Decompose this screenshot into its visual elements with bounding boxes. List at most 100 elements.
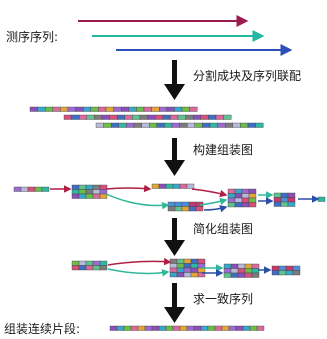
sequence-block (280, 197, 289, 203)
sequence-block (248, 197, 257, 203)
sequence-block (192, 114, 201, 120)
sequence-block (92, 260, 101, 266)
sequence-block (143, 106, 152, 112)
sequence-block (235, 325, 244, 331)
split-read-strip-1 (29, 106, 198, 112)
sequence-block (71, 193, 80, 199)
graph-node-4 (167, 201, 204, 212)
sequence-block (133, 122, 142, 128)
sequence-block (197, 258, 206, 264)
sequence-block (78, 114, 87, 120)
sequence-block (27, 186, 36, 192)
simplified-edge (107, 268, 170, 277)
graph-node-1 (13, 186, 50, 192)
sequence-block (241, 193, 250, 199)
sequence-block (141, 122, 150, 128)
sequence-block (85, 265, 94, 271)
sequence-block (251, 263, 260, 269)
sequence-block (189, 106, 198, 112)
sequence-block (165, 183, 174, 189)
sequence-block (183, 272, 192, 278)
graph-node-7 (317, 196, 326, 202)
step-label-2: 构建组装图 (193, 142, 253, 157)
sequence-block (45, 106, 54, 112)
sequence-block (186, 325, 195, 331)
sequence-block (37, 106, 46, 112)
sequence-block (248, 202, 257, 208)
graph-node-5 (227, 188, 257, 208)
sequence-block (90, 106, 99, 112)
sequence-block (176, 263, 185, 269)
assembled-contig-strip (109, 325, 265, 331)
sequence-block (85, 193, 94, 199)
sequence-block (172, 183, 181, 189)
sequence-block (174, 201, 183, 207)
sequence-block (181, 201, 190, 207)
sequence-block (165, 325, 174, 331)
sequence-block (34, 186, 43, 192)
sequence-block (95, 122, 104, 128)
sequence-block (169, 272, 178, 278)
sequence-block (287, 201, 296, 207)
sequence-block (75, 106, 84, 112)
sequence-block (151, 183, 160, 189)
sequence-block (179, 183, 188, 189)
sequence-block (99, 189, 108, 195)
graph-edge (105, 184, 152, 193)
sequence-block (251, 272, 260, 278)
sequence-block (227, 188, 236, 194)
sequence-block (71, 260, 80, 266)
sequence-block (166, 106, 175, 112)
sequence-block (278, 270, 287, 276)
sequence-block (273, 201, 282, 207)
sequence-block (183, 263, 192, 269)
simplified-node-4 (271, 265, 301, 276)
sequence-block (118, 122, 127, 128)
step-label-4: 求一致序列 (193, 291, 253, 306)
sequence-block (241, 202, 250, 208)
sequence-block (92, 184, 101, 190)
sequence-block (174, 106, 183, 112)
sequence-block (99, 193, 108, 199)
sequence-block (209, 122, 218, 128)
sequence-block (217, 122, 226, 128)
sequence-block (109, 325, 118, 331)
sequence-block (195, 206, 204, 212)
sequence-block (271, 270, 280, 276)
sequence-block (230, 268, 239, 274)
sequence-block (99, 184, 108, 190)
sequence-block (171, 122, 180, 128)
sequence-block (179, 122, 188, 128)
simplified-node-3 (223, 263, 260, 278)
sequence-block (99, 265, 108, 271)
sequence-block (20, 186, 29, 192)
sequence-block (285, 265, 294, 271)
sequence-block (98, 106, 107, 112)
graph-edge (199, 197, 228, 206)
sequence-block (183, 267, 192, 273)
sequence-block (214, 325, 223, 331)
sequence-block (242, 325, 251, 331)
sequence-block (177, 114, 186, 120)
sequence-block (287, 192, 296, 198)
sequence-block (317, 196, 326, 202)
sequence-block (273, 192, 282, 198)
sequence-block (227, 193, 236, 199)
sequence-block (232, 122, 241, 128)
sequence-block (230, 272, 239, 278)
sequence-block (170, 114, 179, 120)
sequence-block (158, 325, 167, 331)
sequence-block (200, 114, 209, 120)
graph-edge (191, 188, 228, 198)
sequence-block (132, 114, 141, 120)
sequence-block (169, 258, 178, 264)
simplified-edge (107, 257, 172, 266)
sequence-block (244, 272, 253, 278)
sequence-block (234, 188, 243, 194)
step-arrow-3 (164, 218, 185, 256)
assembled-contig-label: 组装连续片段: (4, 321, 80, 336)
sequence-block (234, 193, 243, 199)
simplified-node-1 (71, 260, 108, 271)
step-label-1: 分割成块及序列联配 (193, 68, 301, 83)
sequence-block (110, 122, 119, 128)
